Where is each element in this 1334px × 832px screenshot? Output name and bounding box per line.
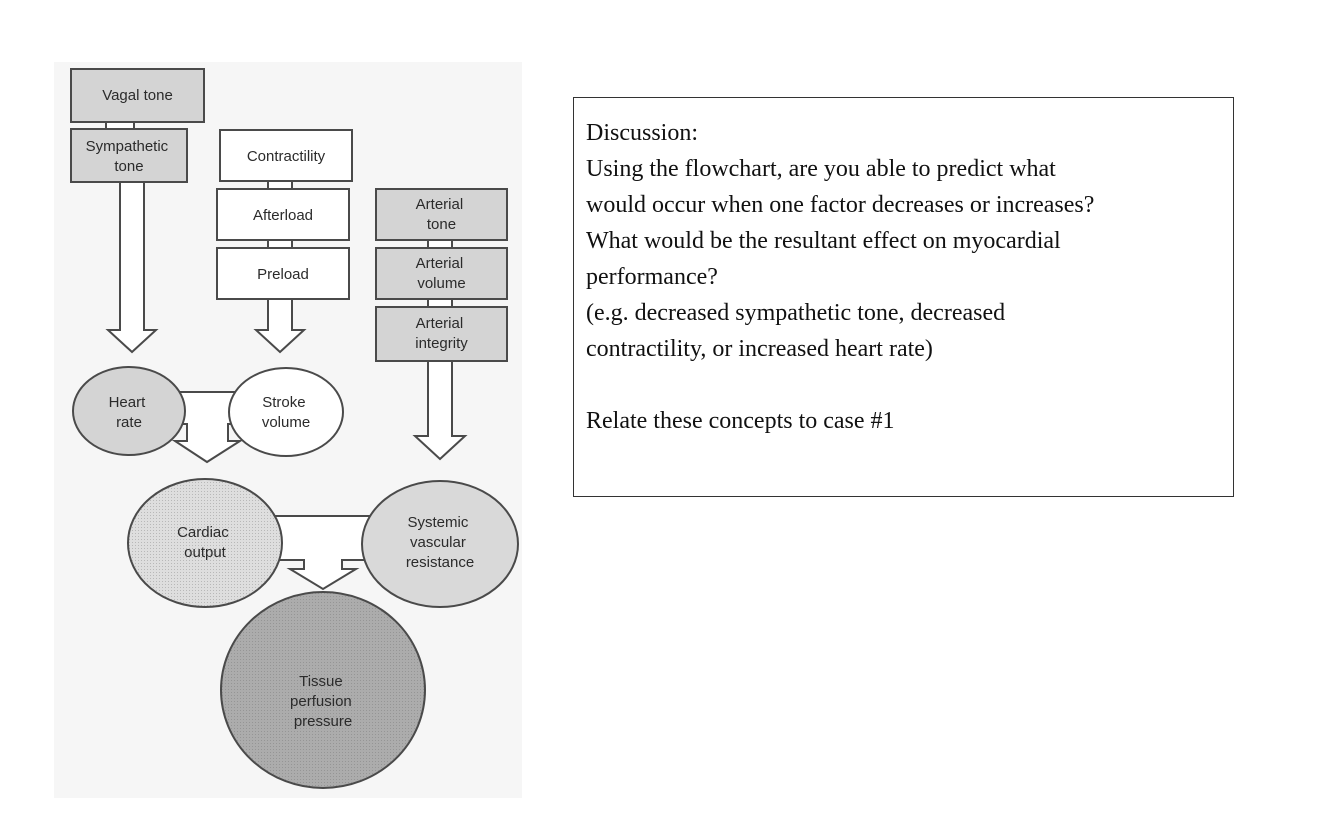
svg-text:Cardiac output: Cardiac output xyxy=(177,524,233,561)
node-afterload: Afterload xyxy=(216,188,350,241)
svg-text:Stroke volume: Stroke volume xyxy=(262,394,310,431)
svg-text:Arterial integrity: Arterial integrity xyxy=(415,315,468,352)
discussion-heading: Discussion: xyxy=(586,120,699,146)
node-systemic-vascular-resistance: Systemic vascular resistance xyxy=(361,480,519,608)
node-preload: Preload xyxy=(216,247,350,300)
discussion-questions: Using the flowchart, are you able to pre… xyxy=(586,156,1095,362)
svg-text:Vagal tone: Vagal tone xyxy=(102,87,173,104)
arrow-co-svr-to-tissue xyxy=(269,515,373,591)
node-vagal-tone: Vagal tone xyxy=(70,68,205,123)
node-stroke-volume: Stroke volume xyxy=(228,367,344,457)
node-contractility: Contractility xyxy=(219,129,353,182)
svg-text:Contractility: Contractility xyxy=(247,148,326,165)
node-heart-rate: Heart rate xyxy=(72,366,186,456)
svg-text:Preload: Preload xyxy=(257,266,309,283)
svg-text:Heart rate: Heart rate xyxy=(109,394,150,431)
discussion-case-prompt: Relate these concepts to case #1 xyxy=(586,408,895,434)
flow-arrows xyxy=(105,181,468,461)
node-arterial-volume: Arterial volume xyxy=(375,247,508,300)
node-tissue-perfusion-pressure: Tissue perfusion pressure xyxy=(220,591,426,789)
discussion-box: Discussion: Using the flowchart, are you… xyxy=(573,97,1234,497)
arrow-preload-to-stroke-volume xyxy=(253,298,307,354)
svg-text:Arterial tone: Arterial tone xyxy=(416,196,468,233)
arrow-sympathetic-to-heart-rate xyxy=(105,181,159,354)
arrow-arterial-to-svr xyxy=(412,360,468,461)
spacer xyxy=(586,367,1233,403)
node-cardiac-output: Cardiac output xyxy=(127,478,283,608)
svg-text:Afterload: Afterload xyxy=(253,207,313,224)
node-arterial-tone: Arterial tone xyxy=(375,188,508,241)
svg-text:Arterial volume: Arterial volume xyxy=(416,255,468,292)
svg-text:Systemic vascular: Systemic vascular resistance xyxy=(406,514,474,571)
flowchart-figure: Vagal tone Sympathetic tone Contractilit… xyxy=(54,62,522,798)
svg-text:Tissue perfusion: Tissue perfusion pressure xyxy=(290,673,356,730)
svg-text:Sympathetic tone: Sympathetic tone xyxy=(86,138,173,175)
flowchart-svg: Vagal tone Sympathetic tone Contractilit… xyxy=(70,68,519,789)
node-arterial-integrity: Arterial integrity xyxy=(375,306,508,362)
node-sympathetic-tone: Sympathetic tone xyxy=(70,128,188,183)
